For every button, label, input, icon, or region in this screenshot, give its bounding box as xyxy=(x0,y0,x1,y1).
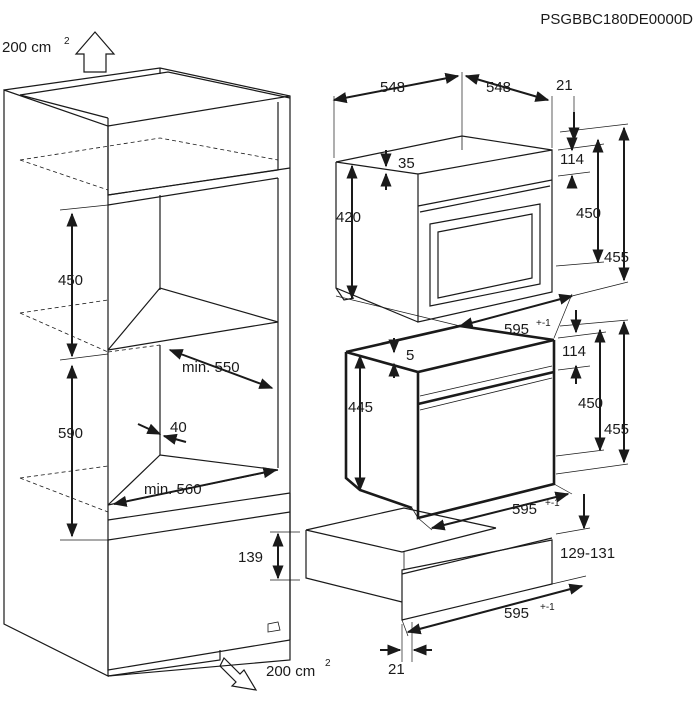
oven-width-label: 548 xyxy=(380,79,405,96)
oven-front-height-dimension xyxy=(555,138,605,267)
drawer-height-label: 139 xyxy=(238,549,263,566)
bottom-ventilation-arrow xyxy=(219,656,258,691)
drawer-width-dimension xyxy=(401,575,587,637)
oven-top-gap-label: 114 xyxy=(560,151,584,168)
top-ventilation-label: 200 cm xyxy=(2,39,51,56)
niche-total-height-label: 455 xyxy=(604,421,629,438)
niche-bottom-width-label: 595 xyxy=(512,501,537,518)
drawer-height-dimension xyxy=(270,531,300,581)
top-ventilation-superscript: 2 xyxy=(64,36,70,47)
oven-front-height-label: 450 xyxy=(576,205,601,222)
min-width-label: min. 560 xyxy=(144,481,202,498)
niche-width-label: 595 xyxy=(504,321,529,338)
lower-niche-dimension xyxy=(59,353,109,541)
oven-top-gap-dimension xyxy=(557,137,605,189)
min-depth-dimension xyxy=(168,349,274,389)
niche-width-tolerance: +-1 xyxy=(536,318,551,329)
bottom-ventilation-label: 200 cm xyxy=(266,663,315,680)
drawer-front-offset-label: 21 xyxy=(388,661,405,678)
niche-bottom-width-dimension xyxy=(417,483,573,531)
niche-width-dimension xyxy=(335,293,574,339)
rear-gap-dimension xyxy=(137,423,187,445)
drawer-front-offset-dimension xyxy=(380,622,432,662)
niche-bottom-width-tolerance: +-1 xyxy=(545,498,560,509)
bottom-ventilation-superscript: 2 xyxy=(325,658,331,669)
drawing-code: PSGBBC180DE0000D xyxy=(540,11,693,28)
upper-niche-dimension xyxy=(59,204,109,358)
min-width-dimension xyxy=(112,467,278,507)
niche-depth-label: 445 xyxy=(348,399,373,416)
niche-top-offset-label: 5 xyxy=(406,347,414,364)
niche-top-gap-label: 114 xyxy=(562,343,586,360)
niche-front-height-dimension xyxy=(555,328,606,457)
rear-gap-label: 40 xyxy=(170,419,187,436)
drawer-width-label: 595 xyxy=(504,605,529,622)
niche-front-height-label: 450 xyxy=(578,395,603,412)
oven-inset-label: 35 xyxy=(398,155,415,172)
oven-total-height-label: 455 xyxy=(604,249,629,266)
oven-depth-label: 548 xyxy=(486,79,511,96)
upper-niche-label: 450 xyxy=(58,272,83,289)
oven-width-dimension xyxy=(332,72,463,158)
drawer-height-range-dimension xyxy=(555,494,591,535)
niche-total-height-dimension xyxy=(555,319,630,475)
oven-depth-dimension xyxy=(464,74,553,148)
drawer-width-tolerance: +-1 xyxy=(540,602,555,613)
tall-cabinet xyxy=(3,67,291,677)
top-ventilation-arrow xyxy=(74,31,116,73)
min-depth-label: min. 550 xyxy=(182,359,240,376)
drawer-height-range-label: 129-131 xyxy=(560,545,615,562)
oven-front-offset-label: 21 xyxy=(556,77,573,94)
niche-frame xyxy=(344,324,556,520)
lower-niche-label: 590 xyxy=(58,425,83,442)
oven-body-height-label: 420 xyxy=(336,209,361,226)
compact-oven xyxy=(335,135,553,323)
